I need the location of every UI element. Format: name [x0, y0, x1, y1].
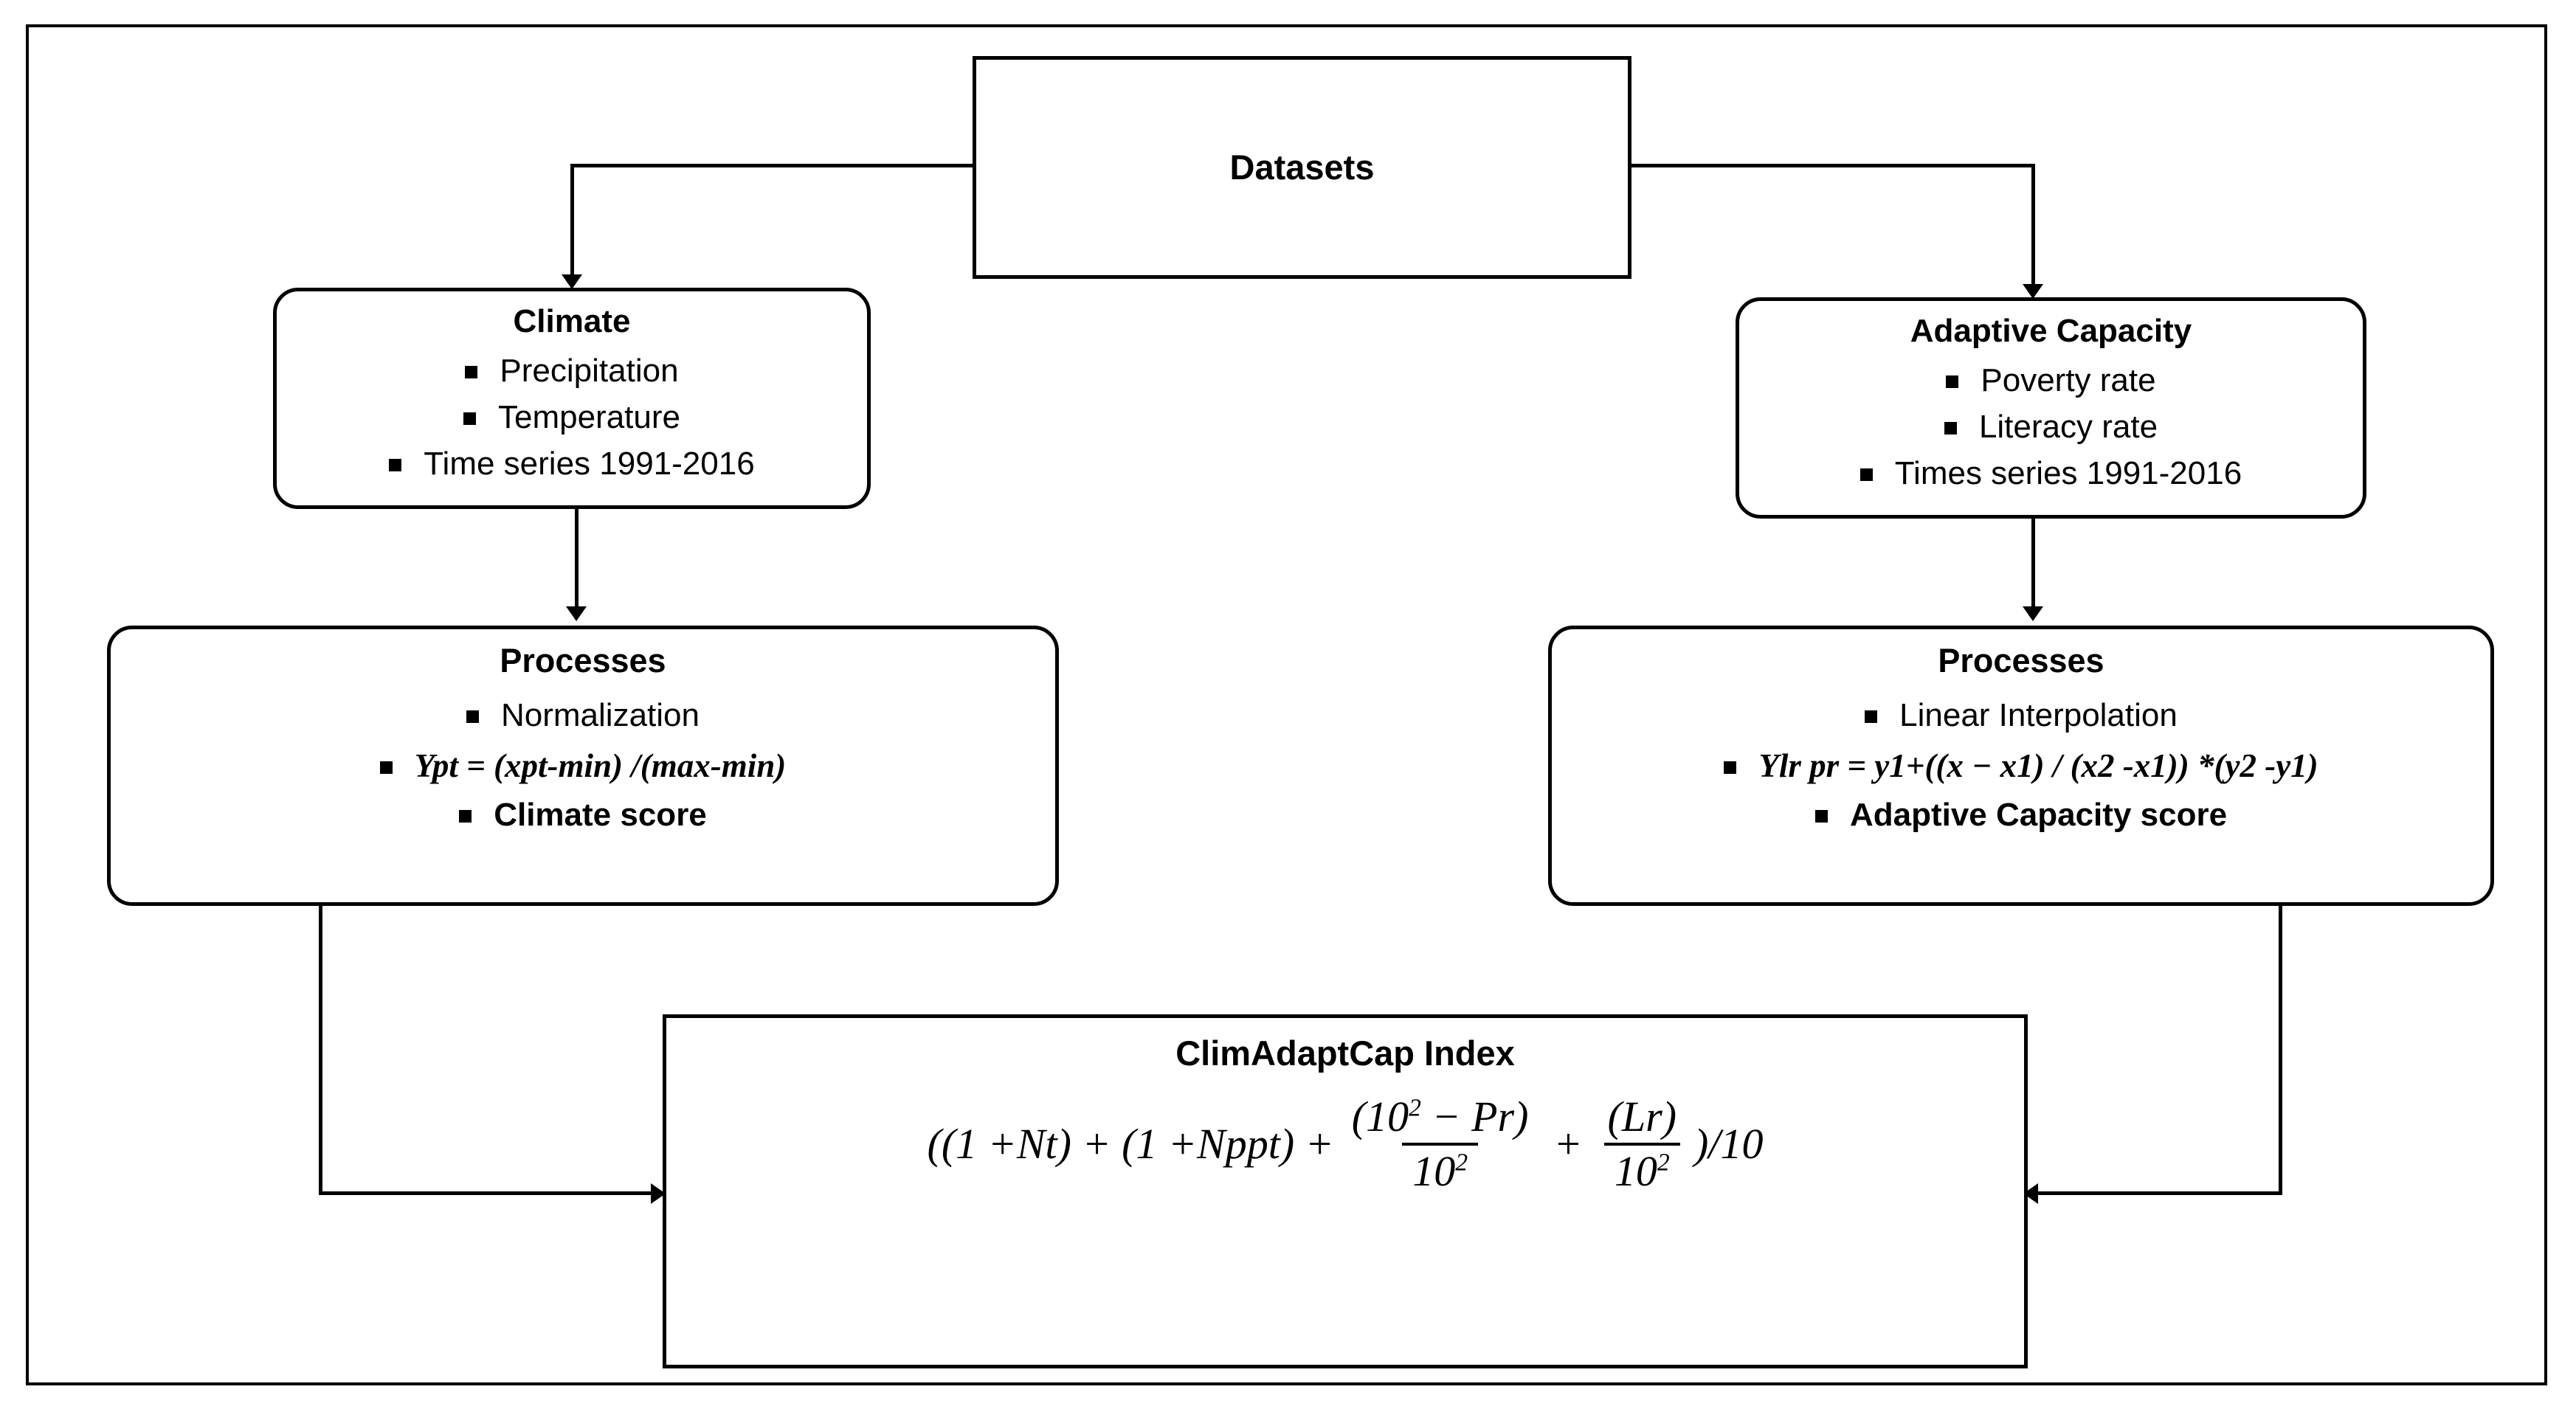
node-processes-climate[interactable]: Processes Normalization Ypt = (xpt-min) …: [107, 626, 1059, 906]
formula-open: ((1 +: [927, 1119, 1017, 1168]
square-bullet-icon: [466, 710, 479, 724]
formula-fraction-literacy-denominator: 102: [1603, 1142, 1680, 1195]
interpolation-formula: Ylr pr = y1+((x − x1) / (x2 -x1)) *(y2 -…: [1758, 747, 2318, 785]
list-item-label: Poverty rate: [1981, 362, 2156, 399]
den-base: 10: [1614, 1146, 1657, 1195]
list-item-formula: Ylr pr = y1+((x − x1) / (x2 -x1)) *(y2 -…: [1559, 741, 2483, 791]
list-item: Precipitation: [284, 348, 860, 395]
formula-mid-2: ) +: [1280, 1119, 1334, 1168]
node-adaptive-capacity-title: Adaptive Capacity: [1910, 313, 2192, 349]
connector-climate-to-processes-left: [575, 508, 579, 611]
node-climate-bullet-list: Precipitation Temperature Time series 19…: [284, 348, 860, 487]
formula-term-nt: Nt: [1016, 1119, 1057, 1168]
list-item-label: Normalization: [501, 697, 700, 734]
node-datasets-title: Datasets: [1229, 147, 1375, 187]
list-item: Time series 1991-2016: [284, 441, 860, 488]
list-item: Adaptive Capacity score: [1559, 791, 2483, 840]
arrowhead-climate-to-processes-left: [566, 606, 587, 621]
list-item: Temperature: [284, 395, 860, 441]
num-open: (10: [1351, 1092, 1409, 1140]
formula-fraction-poverty: (102 − Pr) 102: [1341, 1095, 1539, 1193]
square-bullet-icon: [1814, 810, 1828, 823]
square-bullet-icon: [379, 761, 393, 775]
connector-datasets-to-climate-vertical: [570, 164, 574, 280]
connector-processes-left-to-index-vertical: [319, 904, 322, 1195]
square-bullet-icon: [1860, 468, 1873, 481]
node-climadaptcap-index-title: ClimAdaptCap Index: [1175, 1034, 1515, 1073]
list-item-label: Times series 1991-2016: [1894, 454, 2242, 491]
num-var-pr: Pr: [1471, 1092, 1515, 1140]
formula-plus-operator: +: [1553, 1119, 1583, 1168]
num-exponent: 2: [1409, 1094, 1421, 1122]
node-adaptive-capacity[interactable]: Adaptive Capacity Poverty rate Literacy …: [1736, 297, 2366, 519]
square-bullet-icon: [1865, 710, 1878, 724]
den-base: 10: [1412, 1146, 1456, 1195]
list-item: Normalization: [118, 691, 1048, 741]
list-item-label: Time series 1991-2016: [424, 445, 755, 482]
arrowhead-datasets-to-adaptive: [2023, 284, 2043, 299]
list-item: Linear Interpolation: [1559, 691, 2483, 741]
formula-mid-1: ) + (1 +: [1057, 1119, 1198, 1168]
normalization-formula: Ypt = (xpt-min) /(max-min): [414, 747, 787, 785]
node-processes-climate-title: Processes: [500, 642, 666, 679]
node-processes-climate-bullet-list: Normalization Ypt = (xpt-min) /(max-min)…: [118, 691, 1048, 840]
square-bullet-icon: [1946, 375, 1959, 389]
node-climate[interactable]: Climate Precipitation Temperature Time s…: [273, 288, 871, 509]
formula-fraction-literacy-numerator: (Lr): [1607, 1092, 1677, 1140]
den-exponent: 2: [1455, 1149, 1468, 1177]
arrowhead-adaptive-to-processes-right: [2023, 606, 2043, 621]
node-processes-adaptive-title: Processes: [1938, 642, 2104, 679]
list-item-label: Climate score: [494, 797, 707, 834]
figure-outer-border: [26, 24, 2547, 1385]
num-close: ): [1514, 1092, 1529, 1140]
formula-fraction-poverty-denominator: 102: [1402, 1142, 1478, 1195]
connector-datasets-to-adaptive-vertical: [2031, 164, 2035, 291]
list-item-label: Temperature: [497, 399, 680, 436]
square-bullet-icon: [465, 366, 478, 379]
node-datasets[interactable]: Datasets: [973, 56, 1631, 279]
connector-datasets-to-climate-horizontal: [570, 164, 975, 167]
formula-close: )/10: [1694, 1119, 1764, 1168]
node-processes-adaptive[interactable]: Processes Linear Interpolation Ylr pr = …: [1548, 626, 2494, 906]
connector-processes-right-to-index-horizontal: [2028, 1191, 2282, 1195]
list-item: Poverty rate: [1747, 358, 2355, 404]
list-item: Climate score: [118, 791, 1048, 840]
connector-processes-right-to-index-vertical: [2279, 904, 2282, 1195]
list-item: Times series 1991-2016: [1747, 451, 2355, 497]
node-climadaptcap-index[interactable]: ClimAdaptCap Index ((1 + Nt ) + (1 + Npp…: [663, 1014, 2028, 1368]
list-item-label: Adaptive Capacity score: [1849, 797, 2228, 834]
list-item: Literacy rate: [1747, 404, 2355, 451]
square-bullet-icon: [459, 810, 472, 823]
square-bullet-icon: [463, 412, 476, 426]
square-bullet-icon: [1724, 761, 1737, 775]
formula-fraction-literacy: (Lr) 102: [1598, 1095, 1687, 1193]
connector-adaptive-to-processes-right: [2031, 517, 2035, 612]
formula-fraction-poverty-numerator: (102 − Pr): [1341, 1095, 1539, 1143]
node-adaptive-capacity-bullet-list: Poverty rate Literacy rate Times series …: [1747, 358, 2355, 496]
node-climate-title: Climate: [513, 303, 631, 339]
num-minus: −: [1420, 1092, 1472, 1140]
arrowhead-processes-left-to-index: [651, 1183, 666, 1204]
connector-processes-left-to-index-horizontal: [319, 1191, 666, 1195]
node-processes-adaptive-bullet-list: Linear Interpolation Ylr pr = y1+((x − x…: [1559, 691, 2483, 840]
list-item-label: Linear Interpolation: [1899, 697, 2178, 734]
connector-datasets-to-adaptive-horizontal: [1628, 164, 2035, 167]
arrowhead-datasets-to-climate: [562, 274, 582, 289]
list-item-label: Precipitation: [500, 353, 679, 390]
list-item-label: Literacy rate: [1978, 409, 2158, 446]
den-exponent: 2: [1657, 1149, 1670, 1177]
climadaptcap-index-formula: ((1 + Nt ) + (1 + Nppt ) + (102 − Pr) 10…: [928, 1095, 1764, 1193]
square-bullet-icon: [1944, 422, 1957, 435]
formula-term-nppt: Nppt: [1197, 1119, 1280, 1168]
square-bullet-icon: [389, 458, 402, 471]
list-item-formula: Ypt = (xpt-min) /(max-min): [118, 741, 1048, 791]
